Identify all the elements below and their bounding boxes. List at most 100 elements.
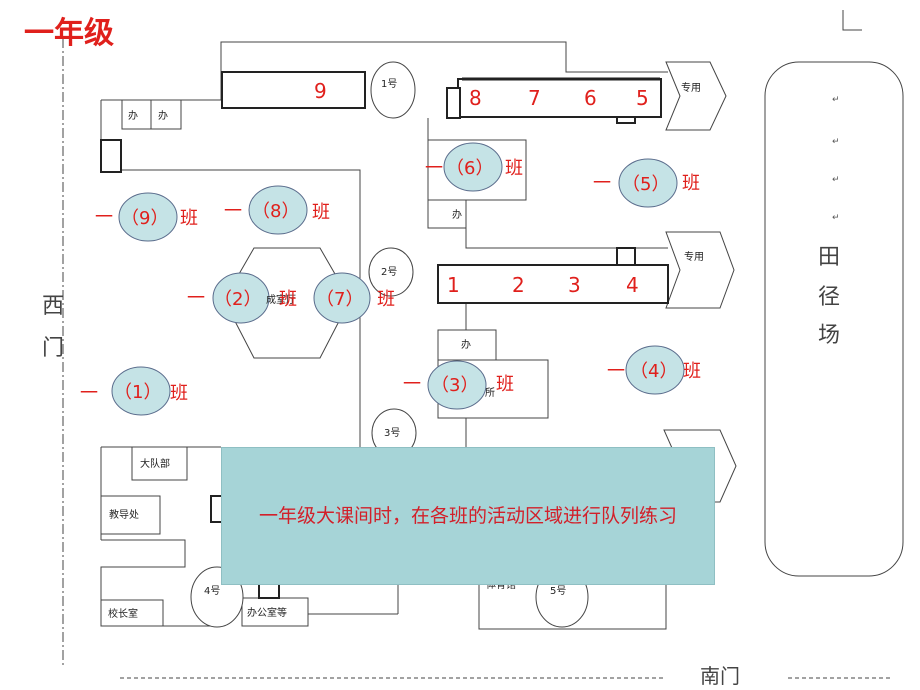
map-labels: 9 8 7 6 5 1 2 3 4 办 办 办 办 成室厅 所 大队部 教导处 … [42,78,840,688]
room-fang: 所 [485,387,495,399]
teaching-buildings [221,71,669,304]
building-4-label: 4 [626,273,639,297]
hexagon-mid-right [665,231,735,309]
room-jiao-box [100,495,161,535]
info-callout-text: 一年级大课间时，在各班的活动区域进行队列练习 [258,505,677,527]
marker-2-circle [368,247,414,297]
marker-1-label: 1号 [381,78,397,90]
class-3-number: （3） [431,375,478,396]
room-ban-b: 办 [158,109,168,122]
building-1234 [437,264,669,304]
room-ban-d: 办 [461,338,471,351]
class-labels: 一 （1） 班 一 （2） 班 一 （3） 班 一 （4） 班 一 （5） 班 … [80,158,701,404]
class-2-number: （2） [214,289,261,310]
hexagons [223,61,737,503]
building-9 [221,71,366,109]
marker-1-circle [370,61,416,119]
stair-8765-bottom [616,116,636,124]
class-8-dash: 一 [224,201,242,222]
room-xiao-box [100,599,164,627]
class-5-suffix: 班 [682,173,700,194]
special-room-1-label: 专用 [681,81,701,94]
marker-5-label: 5号 [550,585,566,597]
room-bangong: 办公室等 [247,606,287,619]
class-1-circle [111,366,171,416]
room-ban-c-box [427,199,467,229]
room-xiao: 校长室 [108,607,138,620]
class-2-suffix: 班 [279,289,297,310]
building-9-label: 9 [314,79,327,103]
west-gate-char-1: 西 [42,294,64,319]
stair-west [100,139,122,173]
class-1-suffix: 班 [170,383,188,404]
field-mark-3: ↵ [832,175,840,185]
south-gate-label: 南门 [700,664,740,688]
class-8-number: （8） [252,201,299,222]
stair-bangong [258,582,280,599]
class-2-dash: 一 [187,288,205,309]
class-6-number: （6） [446,158,493,179]
building-2-label: 2 [512,273,525,297]
class-7-circle [313,272,371,324]
class-2-circle [212,272,270,324]
room-ban-a: 办 [128,109,138,122]
class-circles [111,142,685,416]
stair-blocks [100,87,636,599]
class-4-dash: 一 [607,361,625,382]
class-3-suffix: 班 [496,374,514,395]
field-char-3: 场 [818,323,840,348]
class-5-dash: 一 [593,173,611,194]
hexagon-top-right [665,61,727,131]
stair-8765-left [446,87,461,119]
marker-4-label: 4号 [204,585,220,597]
class-3-dash: 一 [403,374,421,395]
building-3-label: 3 [568,273,581,297]
class-1-dash: 一 [80,383,98,404]
room-ban-c: 办 [452,208,462,221]
class-7-number: （7） [316,289,363,310]
field-char-1: 田 [818,245,840,270]
class-9-circle [118,192,178,242]
marker-3-label: 3号 [384,427,400,439]
class-6-dash: 一 [425,158,443,179]
class-9-dash: 一 [95,207,113,228]
page-title: 一年级 [24,16,114,51]
building-7-label: 7 [528,86,541,110]
building-6-annex [427,139,527,201]
class-4-suffix: 班 [683,361,701,382]
info-callout: 一年级大课间时，在各班的活动区域进行队列练习 [221,447,715,585]
class-8-circle [248,185,308,235]
room-jiao: 教导处 [109,508,139,521]
special-room-2-label: 专用 [684,250,704,263]
room-dui-box [131,446,188,481]
building-8765 [457,78,662,118]
room-dui: 大队部 [140,457,170,470]
track-field [764,61,904,577]
class-4-circle [625,345,685,395]
class-7-suffix: 班 [377,289,395,310]
building-8-label: 8 [469,86,482,110]
class-9-suffix: 班 [180,208,198,229]
field-char-2: 径 [818,285,840,310]
class-4-number: （4） [630,361,677,382]
class-1-number: （1） [114,382,161,403]
class-8-suffix: 班 [312,202,330,223]
room-ban-b-box [150,99,182,130]
stair-1234-top [616,247,636,266]
building-6-label: 6 [584,86,597,110]
class-5-circle [618,158,678,208]
class-5-number: （5） [622,174,669,195]
class-6-suffix: 班 [505,158,523,179]
room-hall: 成室厅 [266,293,296,306]
field-mark-2: ↵ [832,137,840,147]
building-1-label: 1 [447,273,460,297]
class-9-number: （9） [121,208,168,229]
marker-2-label: 2号 [381,266,397,278]
class-6-circle [443,142,503,192]
class-3-circle [427,360,487,410]
field-mark-1: ↵ [832,95,840,105]
field-mark-4: ↵ [832,213,840,223]
west-gate-char-2: 门 [42,336,64,361]
building-5-label: 5 [636,86,649,110]
